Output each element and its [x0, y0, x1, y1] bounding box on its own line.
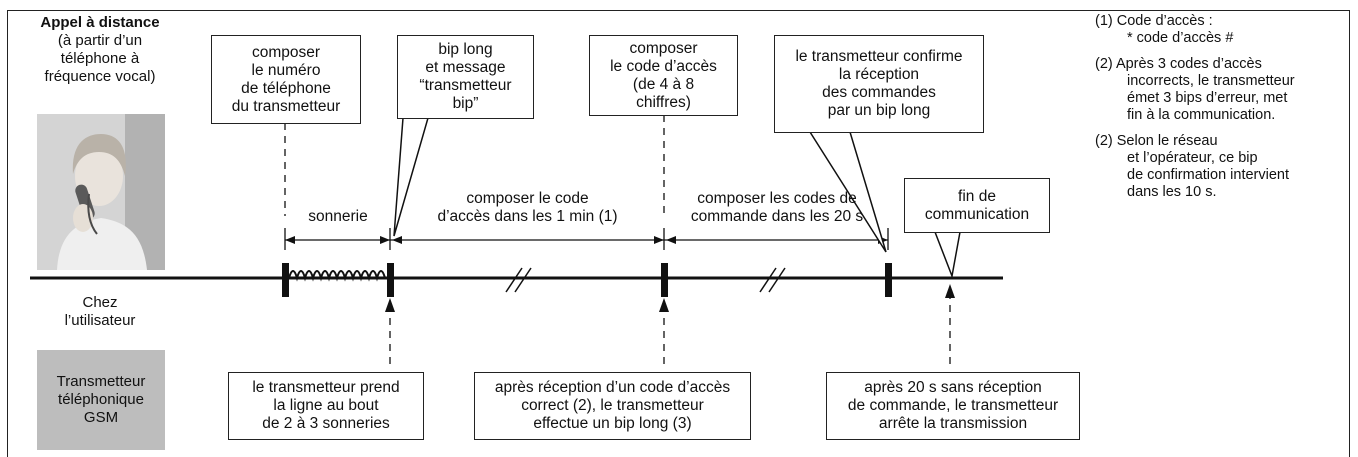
arrow-commands-left — [666, 236, 676, 244]
break-mark-2 — [514, 267, 532, 293]
callout-correct-code: après réception d’un code d’accès correc… — [474, 372, 751, 440]
callout-pickup: le transmetteur prend la ligne au bout d… — [228, 372, 424, 440]
arrow-ringing-left — [285, 236, 295, 244]
callout-dial-code: composer le code d’accès (de 4 à 8 chiff… — [589, 35, 738, 116]
gsm-transmitter-box: Transmetteur téléphonique GSM — [37, 350, 165, 450]
note-2: (2) Après 3 codes d’accès incorrects, le… — [1095, 56, 1295, 123]
person-on-phone-photo — [37, 114, 165, 270]
tail-end — [933, 231, 961, 279]
label-enter-code: composer le code d’accès dans les 1 min … — [437, 190, 618, 225]
callout-timeout-text: après 20 s sans réception de commande, l… — [847, 379, 1059, 432]
user-side-label: Chez l’utilisateur — [64, 294, 136, 329]
callout-timeout: après 20 s sans réception de commande, l… — [826, 372, 1080, 440]
arrow-correct — [659, 298, 669, 312]
panel-subtitle: (à partir d’un téléphone à fréquence voc… — [44, 32, 156, 85]
callout-dial-number-text: composer le numéro de téléphone du trans… — [231, 43, 341, 115]
arrow-ringing-right — [380, 236, 390, 244]
callout-dial-number: composer le numéro de téléphone du trans… — [211, 35, 361, 124]
break-mark-4 — [768, 267, 786, 293]
arrow-code-left — [392, 236, 402, 244]
break-mark-1 — [505, 267, 523, 293]
callout-end: fin de communication — [904, 178, 1050, 233]
label-ringing: sonnerie — [308, 208, 368, 225]
marker-code — [661, 263, 668, 297]
note-3: (2) Selon le réseau et l’opérateur, ce b… — [1095, 133, 1289, 200]
left-panel-heading: Appel à distance (à partir d’un téléphon… — [20, 14, 180, 86]
callout-confirm: le transmetteur confirme la réception de… — [774, 35, 984, 133]
break-mark-3 — [759, 267, 777, 293]
callout-end-text: fin de communication — [924, 187, 1030, 223]
callout-long-beep-text: bip long et message “transmetteur bip” — [419, 41, 512, 112]
marker-dial — [282, 263, 289, 297]
marker-pickup — [387, 263, 394, 297]
ringing-spring — [288, 270, 386, 282]
callout-correct-code-text: après réception d’un code d’accès correc… — [494, 379, 731, 432]
note-1: (1) Code d’accès : * code d’accès # — [1095, 13, 1234, 46]
callout-confirm-text: le transmetteur confirme la réception de… — [795, 48, 963, 119]
callout-dial-code-text: composer le code d’accès (de 4 à 8 chiff… — [610, 39, 717, 111]
arrow-pickup — [385, 298, 395, 312]
arrow-code-right — [654, 236, 664, 244]
panel-title: Appel à distance — [40, 14, 160, 31]
gsm-transmitter-label: Transmetteur téléphonique GSM — [56, 373, 146, 426]
marker-commands — [885, 263, 892, 297]
label-enter-commands: composer les codes de commande dans les … — [690, 190, 864, 225]
callout-pickup-text: le transmetteur prend la ligne au bout d… — [252, 379, 400, 432]
notes-panel: (1) Code d’accès : * code d’accès # (2) … — [1095, 13, 1345, 210]
diagram-frame — [7, 10, 1350, 457]
callout-long-beep: bip long et message “transmetteur bip” — [397, 35, 534, 119]
arrow-timeout — [945, 284, 955, 298]
